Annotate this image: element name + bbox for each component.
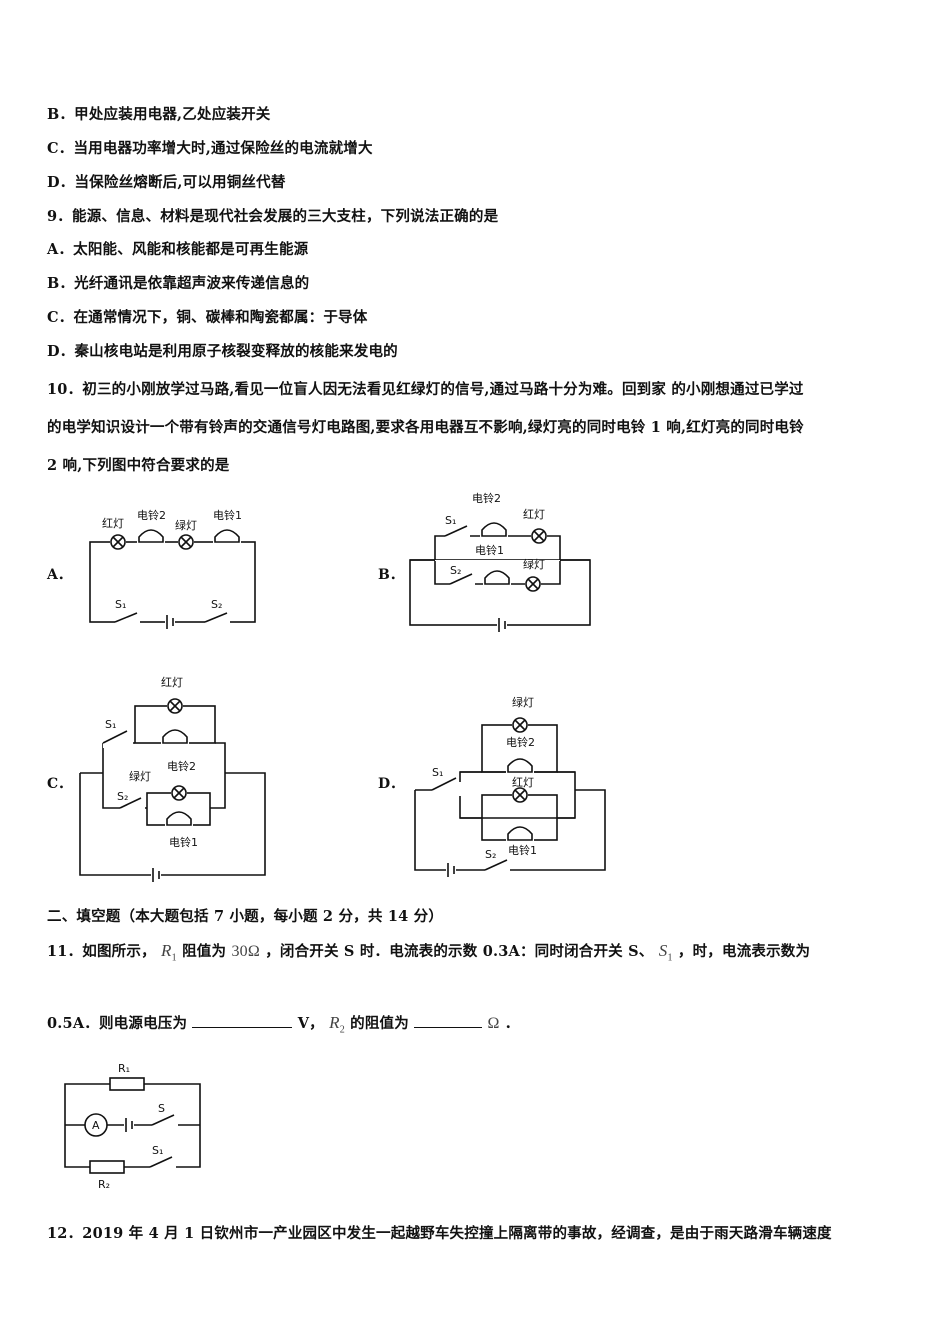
- answer-blank-voltage[interactable]: [192, 1013, 293, 1028]
- q8-option-b: B．甲处应装用电器,乙处应装开关: [47, 106, 271, 123]
- green-lamp-icon: [512, 717, 528, 733]
- green-lamp-icon: [171, 785, 187, 801]
- circuit-diagram-b: S₁ 电铃2 红灯 S₂ 电铃1 绿灯: [409, 491, 591, 634]
- switch-s2-icon: [484, 859, 508, 871]
- svg-text:电铃1: 电铃1: [508, 843, 537, 857]
- svg-text:红灯: 红灯: [512, 776, 534, 789]
- svg-text:S₂: S₂: [450, 564, 461, 577]
- circuit-diagram-c: S₁ 红灯 S₂ 绿灯 电铃2 电铃1: [79, 676, 266, 884]
- q10-stem-line3: 2 响,下列图中符合要求的是: [47, 457, 230, 474]
- q10-label-b: B．: [378, 567, 404, 583]
- svg-text:红灯: 红灯: [102, 517, 124, 530]
- q12-stem-line1: 12．2019 年 4 月 1 日钦州市一产业园区中发生一起越野车失控撞上隔离带…: [47, 1225, 832, 1242]
- r2-symbol: R2: [329, 1013, 345, 1036]
- q10-stem-line2: 的电学知识设计一个带有铃声的交通信号灯电路图,要求各用电器互不影响,绿灯亮的同时…: [47, 419, 804, 436]
- svg-text:S₁: S₁: [152, 1144, 163, 1157]
- q10-label-a: A．: [47, 567, 72, 583]
- svg-text:绿灯: 绿灯: [512, 695, 534, 709]
- q8-option-d: D．当保险丝熔断后,可以用铜丝代替: [47, 174, 286, 191]
- red-lamp-icon: [110, 534, 126, 550]
- q10-label-d: D．: [378, 776, 405, 792]
- svg-text:S: S: [158, 1102, 165, 1115]
- svg-text:A: A: [92, 1119, 100, 1132]
- svg-text:S₁: S₁: [432, 766, 443, 779]
- switch-s2-icon: [119, 797, 142, 809]
- switch-s1-icon: [444, 525, 468, 537]
- svg-text:红灯: 红灯: [161, 676, 183, 689]
- svg-text:电铃2: 电铃2: [472, 491, 501, 505]
- bell1-icon: [166, 811, 192, 826]
- circuit-diagram-d: S₁ 绿灯 电铃2 红灯 电铃1 S₂: [414, 695, 606, 879]
- svg-text:绿灯: 绿灯: [129, 769, 151, 783]
- red-lamp-icon: [167, 698, 183, 714]
- svg-text:绿灯: 绿灯: [523, 557, 545, 571]
- r1-symbol: R1: [161, 941, 177, 964]
- svg-text:电铃2: 电铃2: [137, 508, 166, 522]
- resistor-r2-icon: [89, 1160, 125, 1174]
- resistor-r1-icon: [109, 1077, 145, 1091]
- bell2-icon: [481, 522, 507, 537]
- svg-text:电铃2: 电铃2: [506, 735, 535, 749]
- q9-option-c: C．在通常情况下，铜、碳棒和陶瓷都属：于导体: [47, 309, 368, 326]
- switch-s1-icon: [114, 612, 138, 623]
- green-lamp-icon: [525, 576, 541, 592]
- svg-text:电铃1: 电铃1: [475, 543, 504, 557]
- svg-text:S₁: S₁: [115, 598, 126, 611]
- switch-s2-icon: [204, 612, 228, 623]
- svg-text:S₂: S₂: [485, 848, 496, 861]
- switch-s1-icon: [431, 777, 457, 791]
- bell1-icon: [214, 529, 240, 543]
- q11-circuit-diagram: R₁ A S R₂ S₁: [64, 1062, 201, 1191]
- q9-option-a: A．太阳能、风能和核能都是可再生能源: [47, 241, 309, 258]
- q10-label-c: C．: [47, 776, 73, 792]
- q11-stem-line2: 0.5A．则电源电压为 V， R2 的阻值为 Ω ．: [47, 1013, 520, 1036]
- svg-text:电铃2: 电铃2: [167, 759, 196, 773]
- svg-text:S₂: S₂: [117, 790, 128, 803]
- q9-option-b: B．光纤通讯是依靠超声波来传递信息的: [47, 275, 310, 292]
- q9-option-d: D．秦山核电站是利用原子核裂变释放的核能来发电的: [47, 343, 398, 360]
- bell1-icon: [484, 570, 510, 585]
- red-lamp-icon: [531, 528, 547, 544]
- q8-option-c: C．当用电器功率增大时,通过保险丝的电流就增大: [47, 140, 373, 157]
- svg-text:红灯: 红灯: [523, 508, 545, 521]
- answer-blank-resistance[interactable]: [414, 1013, 483, 1028]
- switch-s-icon: [151, 1114, 175, 1126]
- svg-text:R₁: R₁: [118, 1062, 130, 1075]
- ammeter-icon: [84, 1113, 108, 1137]
- bell2-icon: [138, 529, 164, 543]
- switch-s1-icon: [149, 1156, 173, 1168]
- switch-s1-icon: [102, 730, 128, 744]
- red-lamp-icon: [512, 787, 528, 803]
- bell2-icon: [507, 758, 533, 773]
- q10-stem-line1: 10．初三的小刚放学过马路,看见一位盲人因无法看见红绿灯的信号,通过马路十分为难…: [47, 381, 804, 398]
- switch-s2-icon: [449, 573, 473, 585]
- bell1-icon: [507, 826, 533, 841]
- section-2-title: 二、填空题（本大题包括 7 小题，每小题 2 分，共 14 分）: [47, 908, 444, 925]
- green-lamp-icon: [178, 534, 194, 550]
- svg-text:绿灯: 绿灯: [175, 518, 197, 532]
- bell2-icon: [162, 729, 188, 744]
- svg-text:S₁: S₁: [105, 718, 116, 731]
- svg-text:电铃1: 电铃1: [169, 835, 198, 849]
- svg-text:电铃1: 电铃1: [213, 508, 242, 522]
- svg-text:S₂: S₂: [211, 598, 222, 611]
- svg-text:R₂: R₂: [98, 1178, 110, 1191]
- s1-symbol: S1: [658, 941, 673, 964]
- svg-text:S₁: S₁: [445, 514, 456, 527]
- q11-stem-line1: 11．如图所示， R1 阻值为 30Ω ，闭合开关 S 时．电流表的示数 0.3…: [47, 941, 811, 964]
- q9-stem: 9．能源、信息、材料是现代社会发展的三大支柱，下列说法正确的是: [47, 208, 499, 225]
- circuit-diagram-a: 红灯 电铃2 绿灯 电铃1 S₁ S₂: [89, 508, 256, 631]
